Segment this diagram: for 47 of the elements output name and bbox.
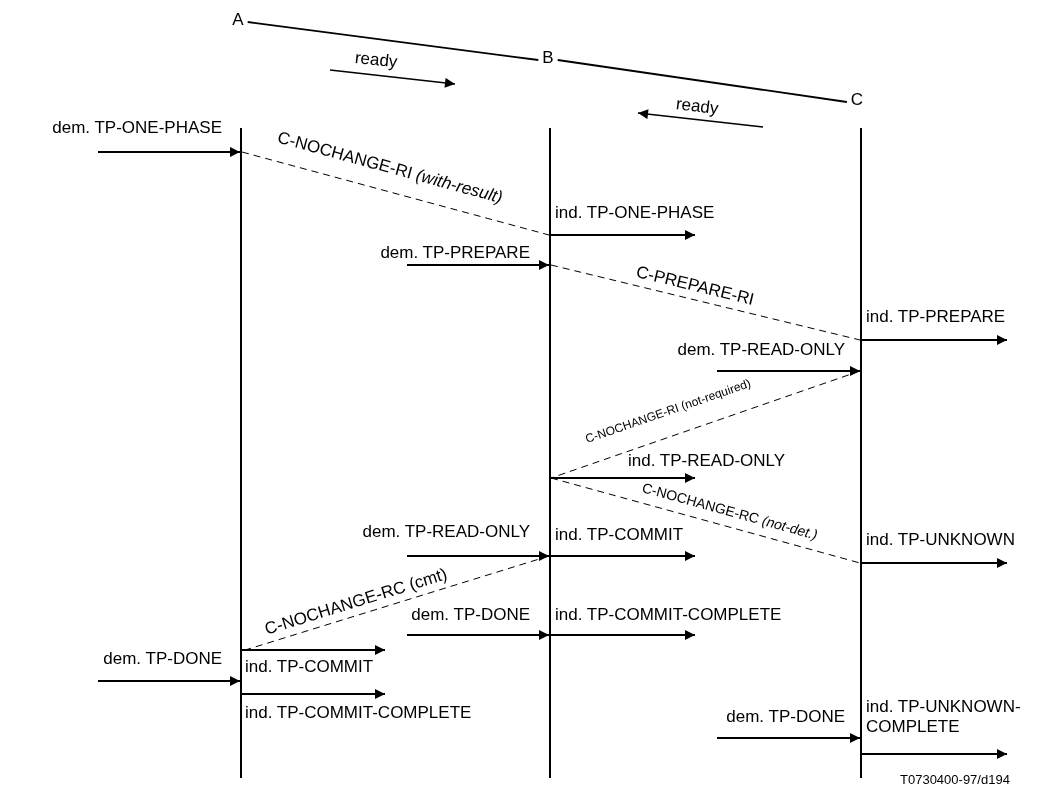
edge-label: ind. TP-COMMIT-COMPLETE [245,703,472,723]
dashed-message-line [550,264,861,341]
message-arrow [97,147,241,157]
lifeline [549,128,551,778]
edge-label: dem. TP-DONE [411,605,530,625]
message-arrow [550,551,696,561]
message-arrow [716,366,861,376]
direction-label: ready [674,94,720,120]
edge-label: dem. TP-DONE [726,707,845,727]
edge-label: ind. TP-COMMIT-COMPLETE [555,605,782,625]
edge-label: dem. TP-PREPARE [380,243,530,263]
message-arrow [241,645,386,655]
message-arrow [406,551,550,561]
edge-label: ind. TP-UNKNOWN-COMPLETE [866,697,1022,737]
edge-label: ind. TP-COMMIT [245,657,374,677]
message-arrow [241,689,386,699]
message-arrow [550,630,696,640]
participant-label: C [850,90,864,110]
lifeline [240,128,242,778]
edge-label: ind. TP-READ-ONLY [628,451,786,471]
message-arrow [406,260,550,270]
connector-line [556,59,848,103]
edge-label: ind. TP-ONE-PHASE [555,203,715,223]
message-arrow [406,630,550,640]
participant-label: B [542,48,554,68]
edge-label: dem. TP-ONE-PHASE [52,118,222,138]
direction-label: ready [353,48,399,73]
dashed-message-line [241,151,550,236]
participant-label: A [232,10,244,30]
message-arrow [550,230,696,240]
edge-label: dem. TP-DONE [103,649,222,669]
message-arrow [97,676,241,686]
message-arrow [716,733,861,743]
lifeline [860,128,862,778]
message-arrow [861,558,1008,568]
connector-line [246,21,540,61]
edge-label: ind. TP-UNKNOWN [866,530,1015,550]
message-arrow [861,335,1008,345]
message-arrow [861,749,1008,759]
dashed-message-line [550,477,861,564]
message-arrow [550,473,696,483]
edge-label: ind. TP-COMMIT [555,525,684,545]
edge-label: ind. TP-PREPARE [866,307,1006,327]
dashed-message-line [550,370,861,479]
edge-label: dem. TP-READ-ONLY [677,340,845,360]
edge-label: dem. TP-READ-ONLY [362,522,530,542]
figure-id: T0730400-97/d194 [900,771,1010,789]
